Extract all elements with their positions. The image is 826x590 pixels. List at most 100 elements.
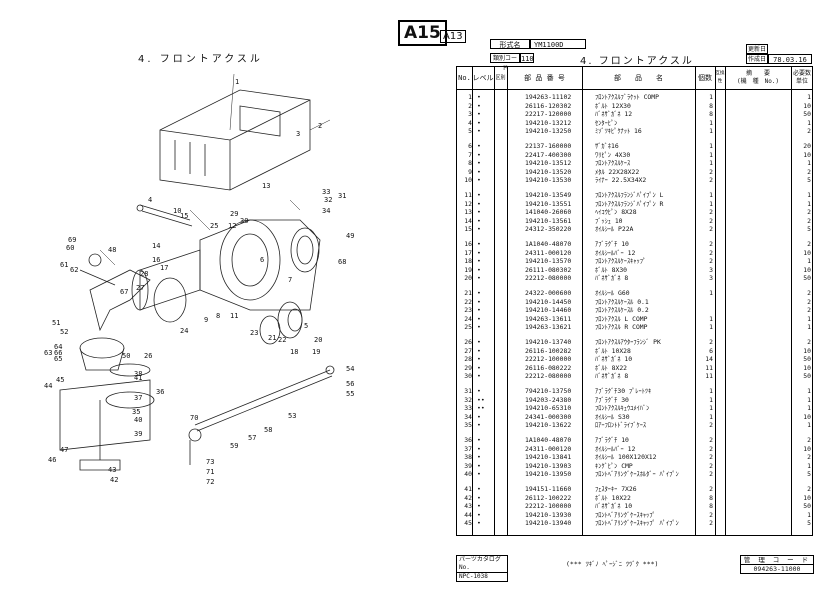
row-required: 1	[807, 314, 811, 323]
row-no: 15	[464, 225, 472, 234]
row-no: 6	[468, 142, 472, 150]
callout-73: 73	[206, 458, 214, 466]
row-level: •	[477, 93, 481, 101]
row-required: 2	[807, 208, 811, 217]
row-part-number: 22212-100000	[525, 355, 572, 364]
header-qty: 個数	[698, 74, 712, 82]
row-level: •	[477, 355, 481, 364]
row-required: 2	[807, 167, 811, 176]
tie-rod	[188, 365, 335, 465]
row-part-name: ﾌﾛﾝﾄｱｸｽﾙｷｭｳﾕﾒｲﾊﾞﾝ	[595, 404, 650, 413]
row-level: •	[477, 216, 481, 225]
row-qty: 3	[709, 274, 713, 283]
row-qty: 1	[709, 323, 713, 332]
row-required: 2	[807, 289, 811, 297]
exploded-parts-diagram: 1 2 3 4 5 6 7 8 9 10 11 12 13 14 15 16 1…	[44, 73, 354, 486]
callout-7: 7	[288, 276, 292, 284]
row-required: 10	[803, 412, 811, 421]
row-qty: 2	[709, 519, 713, 528]
row-no: 12	[464, 199, 472, 208]
row-required: 10	[803, 265, 811, 274]
row-no: 28	[464, 355, 472, 364]
callout-6: 6	[260, 256, 264, 264]
row-part-number: 22212-080000	[525, 274, 572, 283]
row-part-name: ﾌｪｽﾀｰｷｰ 7X26	[595, 485, 637, 493]
row-required: 5	[807, 519, 811, 528]
callout-71: 71	[206, 468, 214, 476]
callout-4: 4	[148, 196, 152, 204]
row-no: 35	[464, 421, 472, 430]
row-level: •	[477, 436, 481, 444]
row-level: •	[477, 297, 481, 306]
row-qty: 2	[709, 510, 713, 519]
row-part-number: 1A1040-48070	[525, 436, 572, 444]
row-part-name: ﾌﾛﾝﾄｱｸｽﾙ L COMP	[595, 314, 648, 323]
row-part-number: 194210-13250	[525, 127, 572, 136]
row-part-name: ﾊﾞﾈｻﾞｶﾞﾈ 8	[595, 274, 629, 283]
row-part-name: ｱﾌﾞﾗｸﾞﾁ 30	[595, 395, 629, 404]
callout-13: 13	[262, 182, 270, 190]
row-part-name: ﾌﾛﾝﾄｱｸｽﾙｱｳﾀｰﾌﾗﾝｼﾞ PK	[595, 338, 661, 346]
row-part-name: ﾊﾞﾈｻﾞｶﾞﾈ 10	[595, 502, 633, 511]
row-part-name: ﾌﾛﾝﾄｱｸｽﾙｹｰｽ	[595, 159, 631, 168]
row-level: •	[477, 323, 481, 332]
row-part-name: ｷﾝｸﾞﾋﾟﾝ CMP	[595, 461, 633, 470]
row-no: 39	[464, 461, 472, 470]
row-qty: 1	[709, 93, 713, 101]
callout-35: 35	[132, 408, 140, 416]
control-code-box: 管 理 コ ー ド 094263-11000	[740, 555, 814, 574]
callout-28: 28	[140, 270, 148, 278]
row-required: 1	[807, 191, 811, 199]
row-no: 24	[464, 314, 472, 323]
callout-69: 69	[68, 236, 76, 244]
row-qty: 2	[709, 444, 713, 453]
row-required: 10	[803, 444, 811, 453]
diagram-title: 4. フロントアクスル	[138, 54, 263, 65]
callout-61: 61	[60, 261, 68, 269]
callout-68: 68	[338, 258, 346, 266]
row-level: •	[477, 199, 481, 208]
row-no: 5	[468, 127, 472, 136]
row-part-name: ﾐｿﾞﾂｷﾋﾟｸﾅｯﾄ 16	[595, 127, 642, 136]
row-qty: 1	[709, 289, 713, 297]
callout-36: 36	[156, 388, 164, 396]
row-part-number: 194151-11660	[525, 485, 572, 493]
row-qty: 2	[709, 240, 713, 248]
row-required: 1	[807, 323, 811, 332]
callout-53: 53	[288, 412, 296, 420]
row-part-number: 194210-13551	[525, 199, 572, 208]
row-required: 2	[807, 216, 811, 225]
callout-17: 17	[160, 264, 168, 272]
catalog-number-box: パーツカタログNo. NPC-1038	[456, 555, 508, 582]
row-part-name: ﾊﾞﾈｻﾞｶﾞﾈ 10	[595, 355, 633, 364]
row-required: 10	[803, 248, 811, 257]
callout-60: 60	[66, 244, 74, 252]
header-interchange: 互換性	[715, 71, 725, 84]
row-qty: 8	[709, 110, 713, 119]
callout-38: 38	[134, 370, 142, 378]
model-value: YM1100D	[530, 39, 586, 49]
row-qty: 6	[709, 346, 713, 355]
callout-21: 21	[268, 334, 276, 342]
row-part-number: 1A1040-48070	[525, 240, 572, 248]
row-level: •	[477, 150, 481, 159]
callout-12: 12	[228, 222, 236, 230]
callout-70: 70	[190, 414, 198, 422]
callout-51: 51	[52, 319, 60, 327]
row-required: 1	[807, 404, 811, 413]
row-part-name: ｵｲﾙｼｰﾙ P22A	[595, 225, 634, 234]
row-required: 10	[803, 346, 811, 355]
row-no: 45	[464, 519, 472, 528]
row-part-name: ﾗｲﾅｰ 22.5X34X2	[595, 176, 647, 185]
row-part-name: ﾊﾞﾈｻﾞｶﾞﾈ 8	[595, 372, 629, 381]
row-no: 43	[464, 502, 472, 511]
